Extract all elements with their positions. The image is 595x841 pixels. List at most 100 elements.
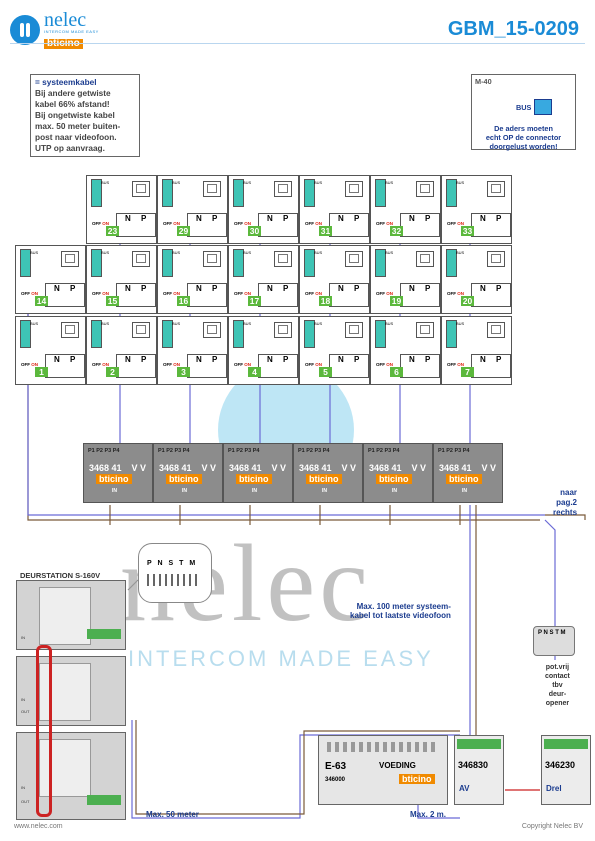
off-label: OFF — [234, 291, 243, 296]
monitor-icon — [416, 251, 434, 267]
off-label: OFF — [447, 362, 456, 367]
vv-label: V V — [201, 463, 216, 473]
off-on-switch: OFF ON — [305, 362, 322, 367]
on-label: ON — [173, 221, 181, 226]
bus-terminal — [91, 179, 102, 207]
monitor-icon — [487, 251, 505, 267]
drel-module-346230[interactable]: 346230 Drel — [541, 735, 591, 805]
cable-note: = systeemkabel Bij andere getwiste kabel… — [30, 74, 140, 157]
p-label: P — [141, 214, 147, 223]
phone-number: 29 — [177, 226, 190, 236]
p-label: P — [496, 284, 502, 293]
bus-terminal — [20, 249, 31, 277]
module-code: 346830 — [458, 760, 489, 770]
phone-number: 30 — [248, 226, 261, 236]
phone-number: 31 — [319, 226, 332, 236]
note-line: Bij ongetwiste kabel — [35, 110, 115, 120]
monitor-icon — [416, 322, 434, 338]
module-sub: Drel — [546, 784, 562, 793]
monitor-icon — [132, 251, 150, 267]
p-label: P — [212, 214, 218, 223]
website: www.nelec.com — [14, 823, 63, 830]
relay-contact-module[interactable]: P N S T M — [533, 626, 575, 656]
p-label: P — [496, 214, 502, 223]
module-face — [39, 663, 91, 721]
p-label: P — [283, 284, 289, 293]
monitor-icon — [203, 322, 221, 338]
terminal-label: BUS — [456, 250, 465, 255]
bus-terminal — [304, 320, 315, 348]
monitor-icon — [61, 251, 79, 267]
power-supply-e63[interactable]: E-63 VOEDING 346000 bticino — [318, 735, 448, 805]
potvrij-note: pot.vrij contact tbv deur- opener — [545, 663, 570, 708]
terminal-label: BUS — [385, 250, 394, 255]
monitor-icon — [416, 181, 434, 197]
off-label: OFF — [92, 362, 101, 367]
inset-connector — [127, 579, 139, 591]
monitor-icon — [274, 322, 292, 338]
off-on-switch: OFF ON — [163, 362, 180, 367]
door-station-module[interactable]: IN — [16, 580, 126, 650]
off-on-switch: OFF ON — [234, 362, 251, 367]
av-module-346830[interactable]: 346830 AV — [454, 735, 504, 805]
header-divider — [10, 43, 585, 44]
port-labels: P1 P2 P3 P4 — [298, 448, 330, 454]
off-label: OFF — [376, 362, 385, 367]
off-label: OFF — [305, 221, 314, 226]
on-label: ON — [315, 291, 323, 296]
off-label: OFF — [92, 291, 101, 296]
n-label: N — [338, 355, 344, 364]
terminal-label: BUS — [243, 180, 252, 185]
monitor-icon — [274, 181, 292, 197]
note-line: kabel 66% afstand! — [35, 99, 110, 109]
n-label: N — [267, 355, 273, 364]
monitor-icon — [203, 251, 221, 267]
phone-number: 18 — [319, 296, 332, 306]
monitor-icon — [132, 181, 150, 197]
p-label: P — [283, 355, 289, 364]
bus-terminal — [162, 249, 173, 277]
on-label: ON — [244, 291, 252, 296]
m40-label: M-40 — [475, 77, 492, 86]
out-label: OUT — [21, 709, 30, 714]
terminal-label: BUS — [101, 250, 110, 255]
terminal-label: BUS — [314, 180, 323, 185]
phone-number: 6 — [390, 367, 403, 377]
phone-number: 20 — [461, 296, 474, 306]
phone-number: 33 — [461, 226, 474, 236]
